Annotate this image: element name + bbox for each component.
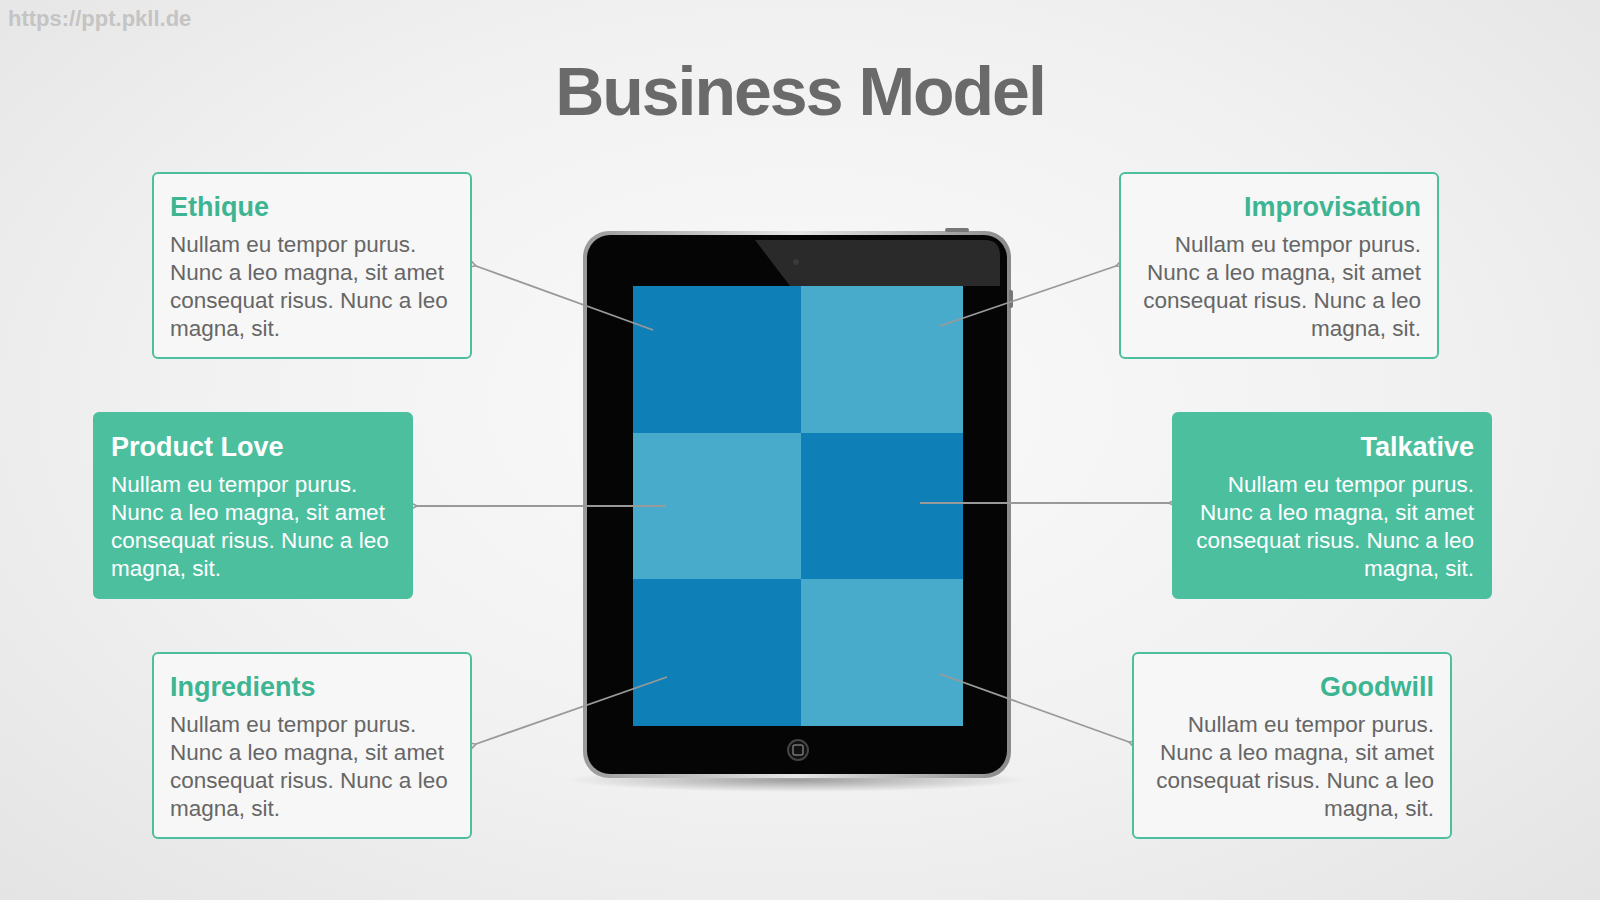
box-heading: Ingredients xyxy=(170,672,454,703)
box-heading: Goodwill xyxy=(1150,672,1434,703)
box-heading: Talkative xyxy=(1190,432,1474,463)
feature-box: Product LoveNullam eu tempor purus. Nunc… xyxy=(93,412,413,599)
tablet-body xyxy=(587,235,1007,774)
tablet-button xyxy=(1009,290,1013,308)
box-body: Nullam eu tempor purus. Nunc a leo magna… xyxy=(111,471,395,583)
feature-box: EthiqueNullam eu tempor purus. Nunc a le… xyxy=(152,172,472,359)
box-heading: Product Love xyxy=(111,432,395,463)
tablet-home-button xyxy=(793,745,803,755)
slide-title: Business Model xyxy=(0,52,1600,130)
tablet-camera xyxy=(793,259,799,265)
feature-box: TalkativeNullam eu tempor purus. Nunc a … xyxy=(1172,412,1492,599)
box-body: Nullam eu tempor purus. Nunc a leo magna… xyxy=(1150,711,1434,823)
box-body: Nullam eu tempor purus. Nunc a leo magna… xyxy=(1190,471,1474,583)
box-body: Nullam eu tempor purus. Nunc a leo magna… xyxy=(170,711,454,823)
feature-box: IngredientsNullam eu tempor purus. Nunc … xyxy=(152,652,472,839)
tablet-rim xyxy=(583,231,1011,778)
tablet-glare xyxy=(755,240,1000,286)
leader-lines xyxy=(417,266,1169,744)
tablet-screen xyxy=(633,286,963,726)
box-body: Nullam eu tempor purus. Nunc a leo magna… xyxy=(170,231,454,343)
watermark: https://ppt.pkll.de xyxy=(8,6,191,32)
tablet-button xyxy=(945,228,969,232)
tablet-home-button xyxy=(788,740,808,760)
box-body: Nullam eu tempor purus. Nunc a leo magna… xyxy=(1137,231,1421,343)
box-heading: Ethique xyxy=(170,192,454,223)
feature-box: GoodwillNullam eu tempor purus. Nunc a l… xyxy=(1132,652,1452,839)
feature-box: ImprovisationNullam eu tempor purus. Nun… xyxy=(1119,172,1439,359)
box-heading: Improvisation xyxy=(1137,192,1421,223)
